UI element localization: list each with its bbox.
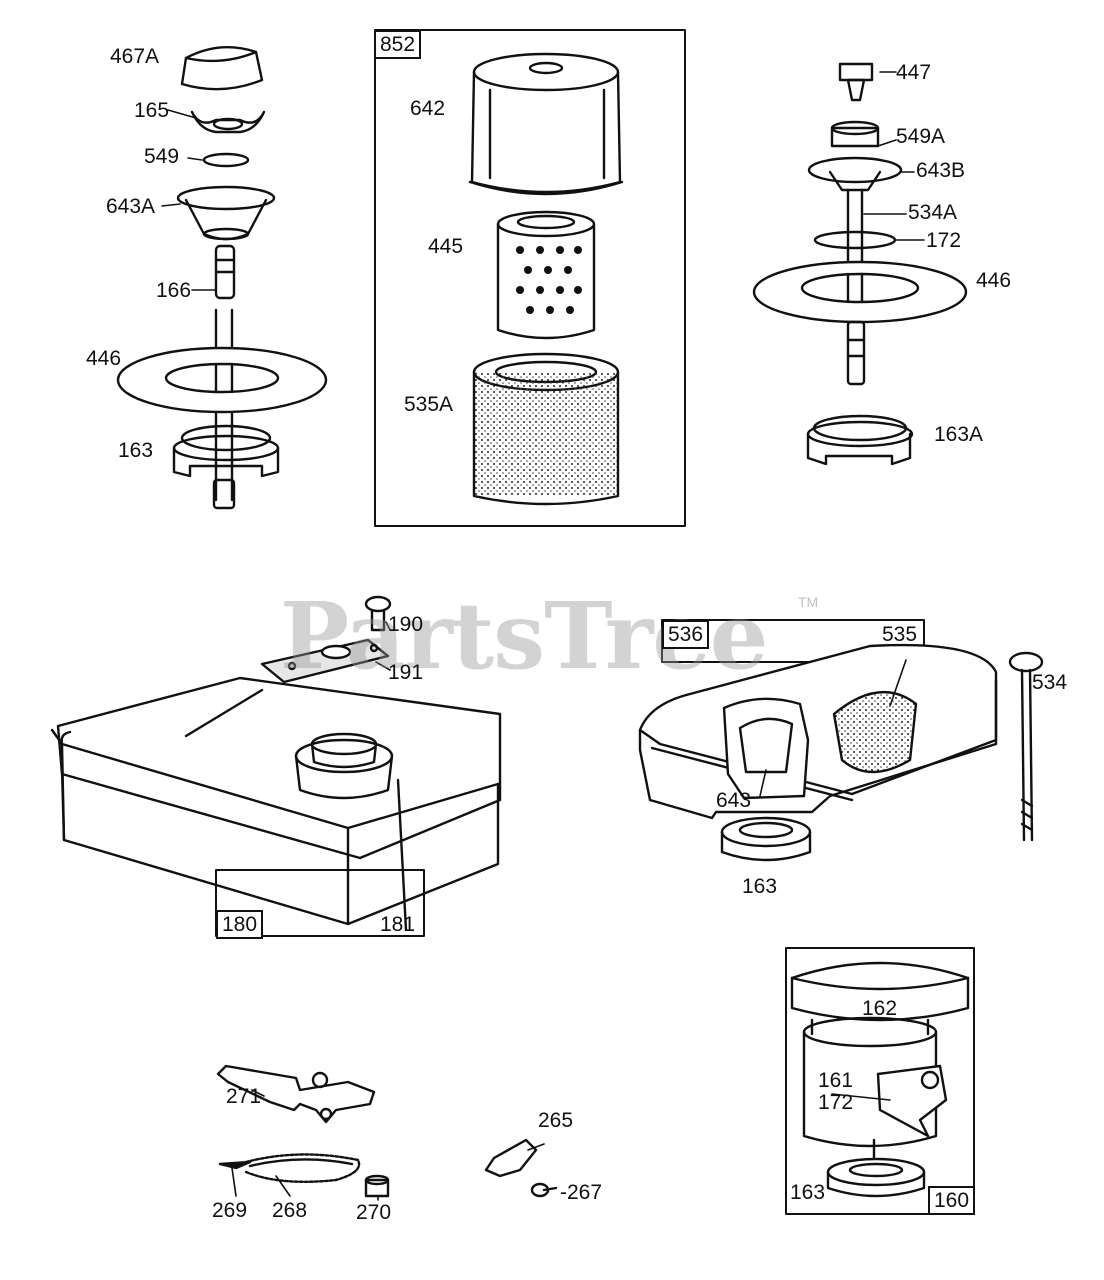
gasket-163-box (826, 1138, 926, 1198)
callout-267: -267 (560, 1181, 603, 1204)
callout-535A: 535A (404, 393, 454, 416)
callout-534A: 534A (908, 201, 958, 224)
callout-549A: 549A (896, 125, 946, 148)
callout-447: 447 (896, 61, 932, 84)
callout-190: 190 (388, 613, 424, 636)
callout-163-left: 163 (118, 439, 154, 462)
nut-270 (364, 1174, 390, 1198)
callout-446-right: 446 (976, 269, 1012, 292)
assembly-label-160: 160 (928, 1186, 976, 1215)
callout-172-right: 172 (926, 229, 962, 252)
pin-269 (218, 1160, 252, 1170)
assembly-label-180: 180 (216, 910, 264, 939)
base-plate-446-right (752, 260, 968, 324)
stud-166 (214, 244, 236, 300)
stud-right (846, 320, 866, 386)
trademark-mark: TM (798, 594, 819, 610)
callout-642: 642 (410, 97, 446, 120)
screw-190 (364, 595, 392, 632)
seal-643B (807, 156, 903, 192)
callout-161: 161 (818, 1069, 854, 1092)
fuel-tank-180 (50, 676, 502, 937)
callout-181: 181 (380, 913, 416, 936)
callout-643B: 643B (916, 159, 966, 182)
assembly-label-536: 536 (662, 620, 710, 649)
washer-549 (202, 152, 250, 168)
wing-nut-165 (190, 110, 266, 134)
screw-447 (838, 62, 874, 102)
gasket-191 (260, 638, 390, 684)
clip-265 (484, 1138, 538, 1178)
callout-534: 534 (1032, 671, 1068, 694)
cup-body-161 (802, 1016, 948, 1148)
stud-bottom-left (212, 478, 236, 510)
leader-lines (161, 71, 925, 1201)
callout-165: 165 (134, 99, 170, 122)
cover-642 (468, 52, 624, 196)
callout-467A: 467A (110, 45, 160, 68)
base-plate-446-left (116, 346, 328, 414)
nut-549A (830, 120, 880, 148)
assembly-852-frame (374, 29, 686, 527)
cover-knob-467A (180, 46, 264, 91)
tank-cap-181 (294, 732, 408, 932)
seal-643A (176, 185, 276, 241)
assembly-label-852: 852 (374, 30, 422, 59)
callout-166: 166 (156, 279, 192, 302)
callout-535: 535 (882, 623, 918, 646)
callout-163A: 163A (934, 423, 984, 446)
screw-267 (530, 1182, 558, 1198)
callout-163-mid: 163 (742, 875, 778, 898)
callout-270: 270 (356, 1201, 392, 1224)
washer-172-right (813, 230, 897, 250)
dipstick-534 (1008, 651, 1044, 842)
air-cleaner-536 (638, 619, 998, 820)
callout-446-left: 446 (86, 347, 122, 370)
bracket-271 (216, 1064, 376, 1124)
spacer-163A (806, 414, 914, 466)
callout-265: 265 (538, 1109, 574, 1132)
callout-269: 269 (212, 1199, 248, 1222)
callout-271: 271 (226, 1085, 262, 1108)
filter-cartridge-445 (496, 210, 596, 340)
assembly-160-frame (785, 947, 975, 1215)
gasket-163-mid (720, 816, 812, 862)
callout-549: 549 (144, 145, 180, 168)
callout-643: 643 (716, 789, 752, 812)
spacer-163-left (172, 424, 280, 478)
callout-162: 162 (862, 997, 898, 1020)
callout-643A: 643A (106, 195, 156, 218)
callout-268: 268 (272, 1199, 308, 1222)
callout-191: 191 (388, 661, 424, 684)
cover-162 (790, 961, 970, 1022)
gasket-ring-268 (244, 1153, 361, 1183)
callout-445: 445 (428, 235, 464, 258)
pre-cleaner-535A (472, 352, 620, 506)
callout-172-box: 172 (818, 1091, 854, 1114)
callout-163-box: 163 (790, 1181, 826, 1204)
